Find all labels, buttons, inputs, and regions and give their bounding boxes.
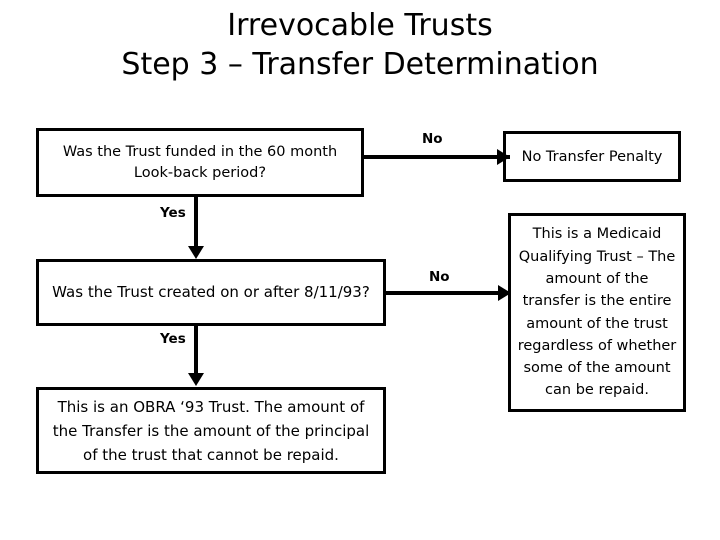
connector-lookback-to-created [194, 196, 198, 250]
arrowhead-right-icon [498, 285, 511, 301]
node-lookback-question-label: Was the Trust funded in the 60 month Loo… [62, 143, 338, 181]
node-obra-93-trust: This is an OBRA ‘93 Trust. The amount of… [36, 387, 386, 474]
edge-label-created-no: No [429, 269, 450, 285]
node-created-question-label: Was the Trust created on or after 8/11/9… [52, 283, 370, 301]
connector-lookback-to-no-penalty [363, 155, 510, 159]
node-lookback-question: Was the Trust funded in the 60 month Loo… [36, 128, 364, 197]
connector-created-to-medicaid [385, 291, 511, 295]
edge-label-lookback-yes: Yes [160, 205, 186, 221]
node-created-question: Was the Trust created on or after 8/11/9… [36, 259, 386, 326]
page-title: Irrevocable Trusts Step 3 – Transfer Det… [0, 6, 720, 84]
connector-created-to-obra [194, 325, 198, 377]
arrowhead-down-icon [188, 246, 204, 259]
node-medicaid-qualifying-trust: This is a Medicaid Qualifying Trust – Th… [508, 213, 686, 412]
edge-label-created-yes: Yes [160, 331, 186, 347]
arrowhead-down-icon [188, 373, 204, 386]
edge-label-lookback-no: No [422, 131, 443, 147]
node-medicaid-qualifying-trust-label: This is a Medicaid Qualifying Trust – Th… [517, 226, 677, 399]
title-line-1: Irrevocable Trusts [227, 8, 493, 43]
node-obra-93-trust-label: This is an OBRA ‘93 Trust. The amount of… [52, 397, 370, 464]
arrowhead-right-icon [497, 149, 510, 165]
node-no-transfer-penalty: No Transfer Penalty [503, 131, 681, 182]
node-no-transfer-penalty-label: No Transfer Penalty [521, 148, 663, 165]
title-line-2: Step 3 – Transfer Determination [121, 47, 599, 82]
